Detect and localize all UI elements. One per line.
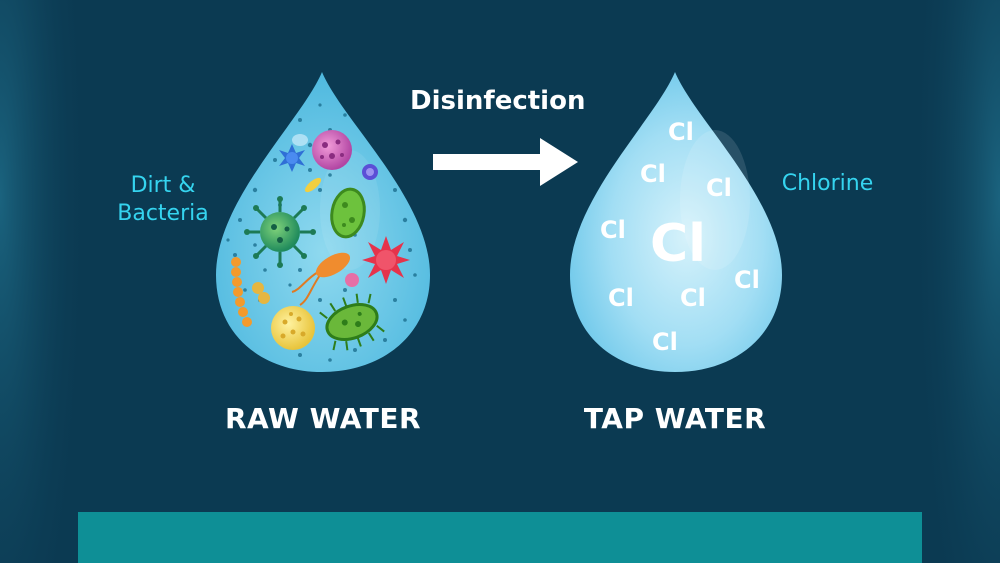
chlorine-symbol: Cl: [608, 284, 634, 312]
chlorine-symbol: Cl: [640, 160, 666, 188]
green-virus: [244, 196, 316, 268]
yellow-rod: [304, 177, 322, 193]
raw-side-label-line2: Bacteria: [117, 201, 209, 226]
left-glow: [0, 0, 90, 563]
raw-water-caption: RAW WATER: [224, 402, 421, 435]
yellow-virus: [271, 306, 315, 350]
chlorine-symbol: Cl: [734, 266, 760, 294]
process-arrow: [433, 138, 578, 186]
bottom-bar: [78, 512, 922, 563]
yellow-peanut: [252, 282, 270, 304]
chlorine-symbol: Cl: [680, 284, 706, 312]
tap-water-drop: [570, 72, 782, 372]
raw-side-label: Dirt & Bacteria: [108, 172, 218, 228]
process-label: Disinfection: [410, 86, 586, 116]
raw-side-label-line1: Dirt &: [130, 173, 196, 198]
chlorine-symbol: Cl: [652, 328, 678, 356]
tap-side-label: Chlorine: [781, 171, 874, 196]
pink-virus: [312, 130, 352, 170]
purple-germ: [362, 164, 378, 180]
chlorine-symbol-large: Cl: [650, 214, 706, 274]
chlorine-symbol: Cl: [600, 216, 626, 244]
chlorine-symbol: Cl: [706, 174, 732, 202]
raw-water-drop: [216, 72, 430, 372]
blue-star-microbe: [279, 144, 305, 172]
red-spiky-microbe: [362, 236, 410, 284]
green-bacterium: [330, 187, 366, 239]
pink-dot-germ: [345, 273, 359, 287]
chlorine-symbol: Cl: [668, 118, 694, 146]
orange-bacterium: [291, 252, 351, 306]
tap-water-caption: TAP WATER: [583, 402, 767, 435]
right-glow: [910, 0, 1000, 563]
green-spiky-bacterium: [319, 293, 385, 351]
orange-chain: [231, 257, 252, 327]
